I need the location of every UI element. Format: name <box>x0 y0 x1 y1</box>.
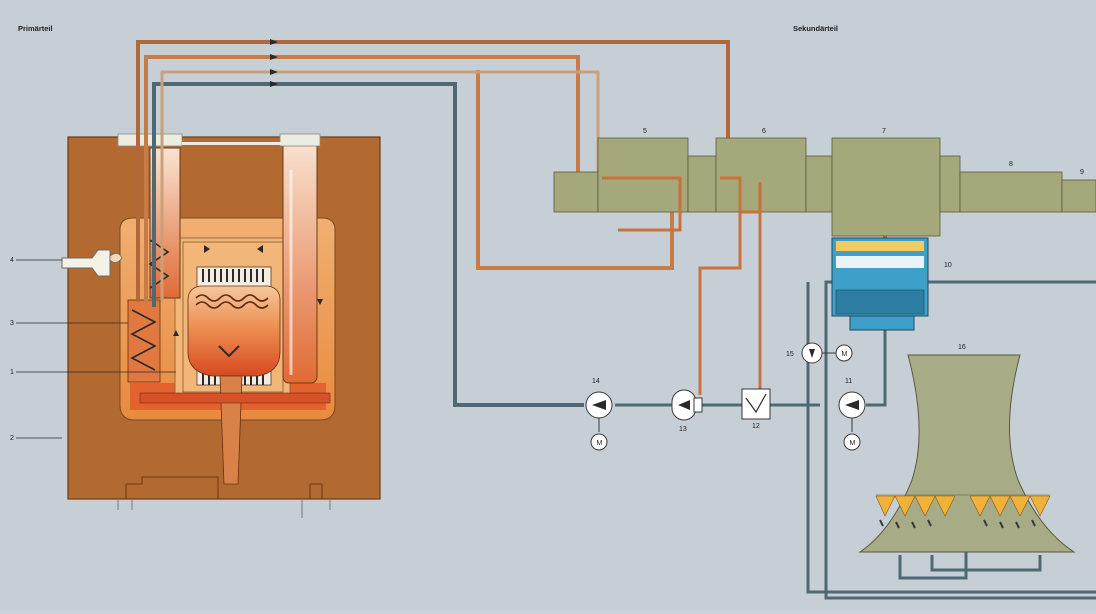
label-5: 5 <box>643 128 647 135</box>
label-10: 10 <box>944 262 952 269</box>
label-13: 13 <box>679 426 687 433</box>
label-4: 4 <box>10 257 14 264</box>
label-9: 9 <box>1080 169 1084 176</box>
heater-12 <box>742 389 770 419</box>
unit-9 <box>1062 180 1096 212</box>
label-12: 12 <box>752 423 760 430</box>
label-3: 3 <box>10 320 14 327</box>
label-14: 14 <box>592 378 600 385</box>
label-15: 15 <box>786 351 794 358</box>
exciter-8 <box>960 172 1062 212</box>
label-7: 7 <box>882 128 886 135</box>
label-2: 2 <box>10 435 14 442</box>
condenser <box>832 238 928 330</box>
motor-11-label: M <box>850 440 856 447</box>
label-6: 6 <box>762 128 766 135</box>
motor-14-label: M <box>597 440 603 447</box>
label-11: 11 <box>845 378 852 385</box>
turbine-5 <box>598 138 688 212</box>
header-secondary: Sekundärteil <box>793 24 838 33</box>
generator-7 <box>832 138 940 236</box>
label-1: 1 <box>10 369 14 376</box>
label-16: 16 <box>958 344 966 351</box>
motor-15-label: M <box>842 351 848 358</box>
label-8: 8 <box>1009 161 1013 168</box>
header-primary: Primärteil <box>18 24 53 33</box>
